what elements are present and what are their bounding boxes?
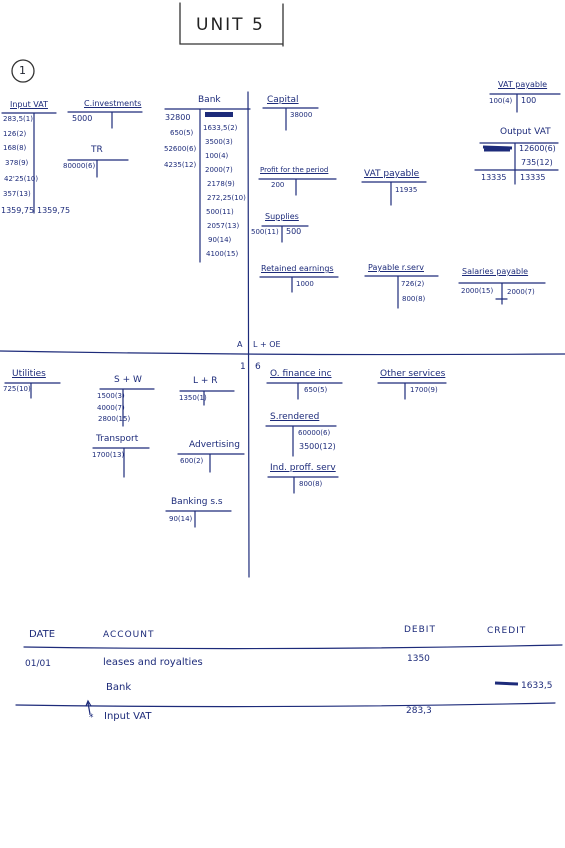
account-output-vat-title: Output VAT	[500, 127, 551, 137]
bank-credit: 500(11)	[206, 208, 234, 216]
journal-header-credit: CREDIT	[487, 626, 527, 636]
equation-side-1: 1	[240, 362, 246, 372]
bank-credit: 272,25(10)	[207, 194, 246, 202]
banking-debit: 90(14)	[169, 515, 193, 523]
journal-row-date: 01/01	[25, 659, 51, 669]
output-vat-total-left: 13335	[481, 173, 507, 182]
account-advertising-title: Advertising	[189, 440, 240, 450]
input-vat-total-right: 1359,75	[37, 206, 71, 215]
ind-prof-credit: 800(8)	[299, 480, 323, 488]
journal-header-account: ACCOUNT	[103, 630, 155, 640]
bank-credit: 2178(9)	[207, 180, 235, 188]
s-w-debit: 1500(3)	[97, 392, 125, 400]
journal-row-account: leases and royalties	[103, 657, 203, 668]
output-vat-credit: 735(12)	[521, 158, 553, 167]
s-rendered-credit: 3500(12)	[299, 442, 336, 451]
account-payable-serv-title: Payable r.serv	[368, 263, 424, 272]
equation-liabilities-equity: L + OE	[253, 340, 281, 349]
equation-assets: A	[237, 340, 243, 349]
bank-credit: 4100(15)	[206, 250, 239, 258]
payable-serv-credit: 726(2)	[401, 280, 425, 288]
output-vat-total-right: 13335	[520, 173, 546, 182]
bank-debit: 4235(12)	[164, 161, 197, 169]
advertising-debit: 600(2)	[180, 457, 204, 465]
account-vat-payable-title: VAT payable	[364, 169, 420, 179]
journal-header-debit: DEBIT	[404, 625, 436, 635]
account-utilities-title: Utilities	[12, 369, 46, 379]
bank-scribble	[205, 112, 233, 117]
bank-debit: 32800	[165, 113, 191, 122]
tr-debit: 80000(6)	[63, 162, 96, 170]
vat-payable-credit: 11935	[395, 186, 418, 194]
account-banking-title: Banking s.s	[171, 497, 223, 507]
l-r-debit: 1350(1)	[179, 394, 207, 402]
payable-serv-credit: 800(8)	[402, 295, 426, 303]
account-ind-prof-title: Ind. proff. serv	[270, 463, 336, 473]
journal-row-debit: 283,3	[406, 706, 432, 716]
input-vat-total-left: 1359,75	[1, 206, 35, 215]
bank-debit: 650(5)	[170, 129, 194, 137]
bank-debit: 52600(6)	[164, 145, 197, 153]
account-input-vat-title: Input VAT	[10, 100, 48, 109]
s-w-debit: 4000(7)	[97, 404, 125, 412]
vat-payable-top-credit: 100	[521, 96, 537, 105]
account-profit-title: Profit for the period	[260, 166, 329, 174]
account-s-rendered-title: S.rendered	[270, 412, 320, 422]
supplies-debit: 500(11)	[251, 228, 279, 236]
bank-credit: 1633,5(2)	[203, 124, 238, 132]
account-tr-title: TR	[91, 145, 103, 155]
account-transport-title: Transport	[96, 434, 139, 444]
journal-row-debit: 1350	[407, 654, 430, 664]
input-vat-debit: 357(13)	[3, 190, 31, 198]
supplies-credit: 500	[286, 227, 302, 236]
account-other-services-title: Other services	[380, 369, 446, 379]
retained-credit: 1000	[296, 280, 314, 288]
bank-credit: 90(14)	[208, 236, 232, 244]
o-finance-credit: 650(5)	[304, 386, 328, 394]
account-retained-title: Retained earnings	[261, 264, 334, 273]
journal-row-account: Input VAT	[104, 711, 152, 722]
bank-credit: 2000(7)	[205, 166, 233, 174]
capital-credit: 38000	[290, 111, 313, 119]
account-s-w-title: S + W	[114, 375, 142, 385]
transport-debit: 1700(13)	[92, 451, 125, 459]
bank-credit: 2057(13)	[207, 222, 240, 230]
account-bank-title: Bank	[198, 95, 221, 105]
vat-payable-top-debit: 100(4)	[489, 97, 513, 105]
account-l-r-title: L + R	[193, 376, 218, 386]
account-o-finance-title: O. finance inc	[270, 369, 332, 379]
salaries-payable-credit: 2000(7)	[507, 288, 535, 296]
account-capital-title: Capital	[267, 95, 299, 105]
input-vat-debit: 378(9)	[5, 159, 29, 167]
journal-marker: *	[89, 713, 94, 723]
output-vat-credit: 12600(6)	[519, 144, 556, 153]
journal-row-credit: 1633,5	[521, 681, 553, 691]
bank-credit: 3500(3)	[205, 138, 233, 146]
input-vat-debit: 168(8)	[3, 144, 27, 152]
journal-header-date: DATE	[29, 629, 56, 640]
input-vat-debit: 283,5(1)	[3, 115, 33, 123]
utilities-debit: 725(10)	[3, 385, 31, 393]
input-vat-debit: 42'25(10)	[4, 175, 39, 183]
journal-row-account: Bank	[106, 682, 132, 693]
other-services-credit: 1700(9)	[410, 386, 438, 394]
account-vat-payable-top-title: VAT payable	[498, 80, 548, 89]
c-investments-debit: 5000	[72, 114, 93, 123]
account-salaries-payable-title: Salaries payable	[462, 267, 529, 276]
bank-credit: 100(4)	[205, 152, 229, 160]
input-vat-debit: 126(2)	[3, 130, 27, 138]
account-supplies-title: Supplies	[265, 212, 299, 221]
unit-title: UNIT 5	[196, 15, 265, 35]
profit-debit: 200	[271, 181, 285, 189]
salaries-payable-debit: 2000(15)	[461, 287, 494, 295]
exercise-number: 1	[19, 64, 26, 77]
account-c-investments-title: C.investments	[84, 99, 142, 108]
s-w-debit: 2800(15)	[98, 415, 131, 423]
equation-side-6: 6	[255, 362, 261, 372]
s-rendered-credit: 60000(6)	[298, 429, 331, 437]
